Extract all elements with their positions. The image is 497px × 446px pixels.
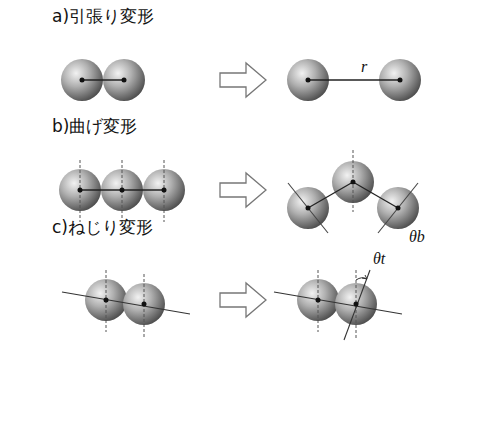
torsion-before [62,270,190,338]
bending-after [287,150,419,233]
block-arrow [220,173,266,207]
tension-after [287,59,421,101]
bending-before [59,160,185,222]
section-heading: c)ねじり変形 [52,216,153,239]
tension-before [61,59,145,101]
torsion-after [274,270,402,340]
block-arrow [220,63,266,97]
angle-symbol: θt [372,250,386,268]
distance-symbol: r [360,58,368,76]
angle-symbol: θb [408,228,426,246]
section-heading: a)引張り変形 [52,5,154,28]
section-heading: b)曲げ変形 [52,115,137,138]
block-arrow [220,283,266,317]
